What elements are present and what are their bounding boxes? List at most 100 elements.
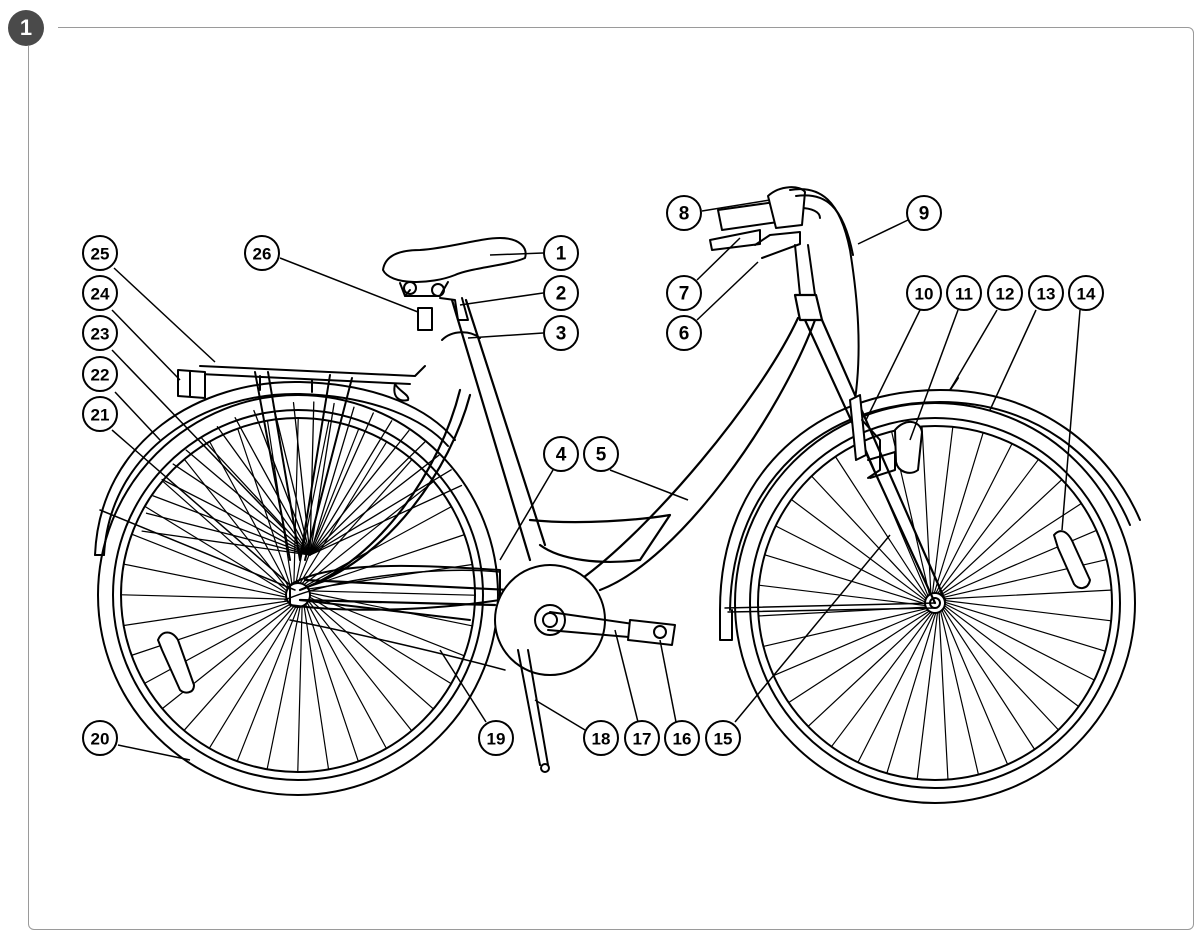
callout-number: 21 — [91, 406, 110, 425]
callout-4: 4 — [543, 436, 579, 472]
callout-18: 18 — [583, 720, 619, 756]
callout-11: 11 — [946, 275, 982, 311]
callout-number: 4 — [556, 445, 567, 466]
callout-number: 16 — [673, 730, 692, 749]
leader-line-12 — [949, 309, 998, 391]
callout-5: 5 — [583, 436, 619, 472]
chain — [284, 569, 506, 671]
callout-26: 26 — [244, 235, 280, 271]
leader-line-19 — [439, 649, 487, 723]
callout-23: 23 — [82, 315, 118, 351]
leader-line-21 — [111, 429, 291, 586]
leader-line-11 — [909, 309, 959, 441]
callout-number: 1 — [556, 244, 567, 265]
leader-line-14 — [1061, 309, 1081, 531]
callout-number: 18 — [592, 730, 611, 749]
callout-21: 21 — [82, 396, 118, 432]
leader-line-18 — [534, 699, 586, 731]
leader-line-4 — [499, 469, 554, 561]
saddle — [382, 237, 527, 341]
callout-number: 13 — [1037, 285, 1056, 304]
rear-mudguard — [94, 380, 456, 556]
leader-line-16 — [659, 639, 677, 723]
rear-carrier — [199, 365, 426, 561]
callout-number: 19 — [487, 730, 506, 749]
leader-line-2 — [459, 292, 544, 306]
leader-line-15 — [734, 534, 891, 723]
callout-number: 23 — [91, 325, 110, 344]
chainring — [494, 564, 676, 676]
callout-number: 24 — [91, 285, 110, 304]
callout-number: 5 — [596, 445, 607, 466]
callout-number: 8 — [679, 204, 690, 225]
callout-number: 17 — [633, 730, 652, 749]
leader-line-8 — [701, 199, 771, 212]
callout-14: 14 — [1068, 275, 1104, 311]
callout-number: 2 — [556, 284, 567, 305]
leader-line-3 — [467, 332, 544, 339]
callout-number: 14 — [1077, 285, 1096, 304]
callout-15: 15 — [705, 720, 741, 756]
callout-number: 20 — [91, 730, 110, 749]
leader-line-9 — [857, 219, 909, 245]
leader-line-22 — [114, 391, 161, 441]
callout-number: 3 — [556, 324, 567, 345]
callout-1: 1 — [543, 235, 579, 271]
bicycle-drawing — [94, 186, 1141, 804]
rear-spoke-reflector — [157, 631, 195, 694]
callout-7: 7 — [666, 275, 702, 311]
figure-frame — [28, 27, 1194, 930]
leader-line-6 — [696, 261, 759, 321]
callout-8: 8 — [666, 195, 702, 231]
callout-24: 24 — [82, 275, 118, 311]
callout-19: 19 — [478, 720, 514, 756]
leader-line-17 — [614, 629, 639, 723]
callout-number: 12 — [996, 285, 1015, 304]
front-mudguard — [719, 377, 1141, 641]
leader-line-25 — [113, 267, 216, 363]
handlebar — [709, 186, 860, 401]
callout-3: 3 — [543, 315, 579, 351]
callout-12: 12 — [987, 275, 1023, 311]
callout-16: 16 — [664, 720, 700, 756]
fender-stays — [99, 509, 936, 613]
callout-number: 10 — [915, 285, 934, 304]
rear-light — [177, 369, 206, 399]
frame — [298, 293, 947, 607]
leader-line-13 — [989, 309, 1037, 411]
callout-17: 17 — [624, 720, 660, 756]
headlight — [894, 421, 923, 474]
callout-number: 22 — [91, 366, 110, 385]
callout-number: 11 — [955, 285, 973, 304]
front-spoke-reflector — [1053, 530, 1091, 590]
leader-line-20 — [117, 744, 191, 761]
callout-number: 9 — [919, 204, 930, 225]
callout-number: 6 — [679, 324, 690, 345]
leader-line-5 — [609, 469, 689, 501]
leader-line-26 — [279, 257, 419, 313]
dress-guard — [141, 401, 463, 556]
callout-number: 26 — [253, 245, 272, 264]
callout-9: 9 — [906, 195, 942, 231]
kickstand — [517, 649, 550, 773]
callout-2: 2 — [543, 275, 579, 311]
figure-number-badge: 1 — [8, 10, 44, 46]
front-wheel — [734, 402, 1136, 804]
callout-22: 22 — [82, 356, 118, 392]
callout-number: 25 — [91, 245, 110, 264]
leader-line-24 — [111, 309, 181, 381]
callout-6: 6 — [666, 315, 702, 351]
callout-13: 13 — [1028, 275, 1064, 311]
leader-line-23 — [111, 349, 286, 531]
callout-25: 25 — [82, 235, 118, 271]
callout-number: 7 — [679, 284, 690, 305]
callout-leaders — [111, 199, 1081, 761]
callout-10: 10 — [906, 275, 942, 311]
leader-line-1 — [489, 252, 544, 256]
leader-line-10 — [865, 309, 921, 421]
callout-20: 20 — [82, 720, 118, 756]
leader-line-7 — [696, 237, 741, 281]
callout-number: 15 — [714, 730, 733, 749]
